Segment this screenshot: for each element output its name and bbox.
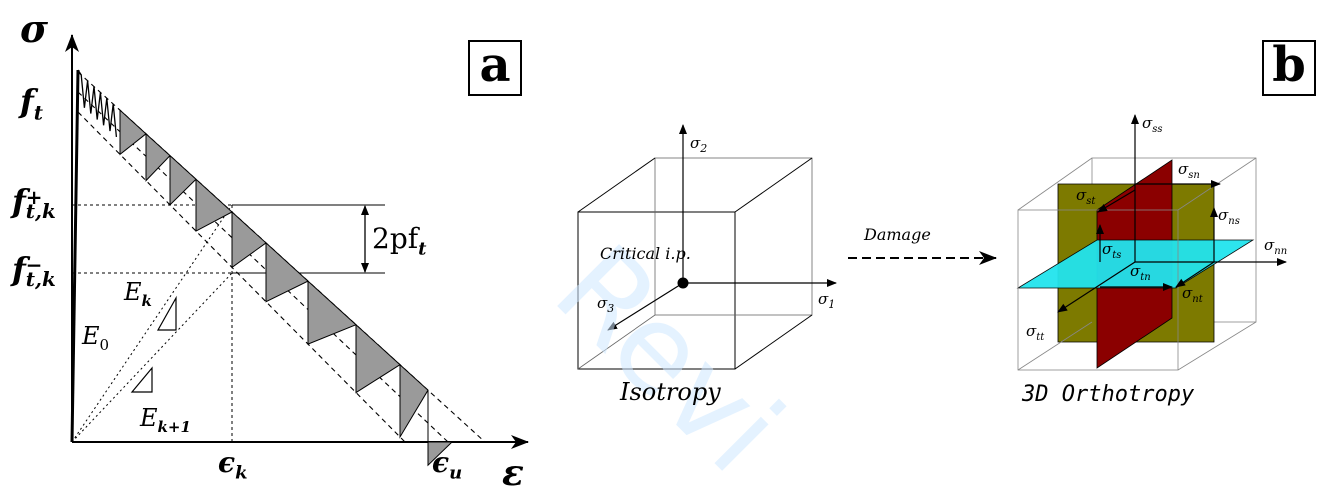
- sawtooth-tooth: [119, 109, 147, 156]
- isotropy-cube: [577, 157, 813, 370]
- label-sigma-nn: σnn: [1264, 236, 1288, 257]
- label-sigma-nt: σnt: [1182, 284, 1203, 305]
- label-sigma-ts: σts: [1102, 240, 1122, 261]
- axis-sigma-3: [607, 282, 684, 331]
- isotropy-title: Isotropy: [620, 378, 721, 406]
- arrow-sigma-tt: [1057, 261, 1136, 313]
- label-e0: E0: [82, 322, 110, 354]
- sawtooth-dense: [77, 69, 118, 137]
- panel-b-label: b: [1262, 40, 1316, 96]
- label-ek: Ek: [124, 278, 152, 310]
- arrow-sigma-nt: [1175, 261, 1215, 288]
- secant-ek1: [71, 272, 233, 443]
- damage-label: Damage: [864, 225, 931, 244]
- tick-ftk-plus: f+t,k: [12, 182, 56, 223]
- sawtooth-tooth: [307, 279, 357, 345]
- label-sigma-3: σ3: [597, 294, 615, 315]
- slope-triangle-ek1: [130, 366, 153, 393]
- label-sigma-1: σ1: [818, 290, 836, 311]
- label-sigma-tn: σtn: [1130, 262, 1151, 283]
- sawtooth-tooth: [195, 178, 233, 232]
- sawtooth-tooth: [169, 154, 197, 207]
- label-sigma-sn: σsn: [1178, 160, 1200, 181]
- panel-a-label: a: [468, 40, 522, 96]
- critical-point-label: Critical i.p.: [600, 244, 691, 263]
- arrow-sigma-st: [1097, 189, 1136, 213]
- envelope-lower: [77, 111, 406, 443]
- elastic-line-e0: [70, 69, 80, 443]
- sawtooth-tooth: [399, 363, 429, 439]
- label-2pft: 2pft: [372, 222, 427, 260]
- sawtooth-tooth: [145, 132, 171, 182]
- label-sigma-tt: σtt: [1026, 322, 1045, 343]
- orthotropy-title: 3D Orthotropy: [1022, 382, 1195, 407]
- panel-a-plot: [65, 34, 529, 467]
- x-axis-symbol: ε: [502, 452, 524, 494]
- label-sigma-ns: σns: [1218, 206, 1240, 227]
- sawtooth-final: [427, 390, 454, 467]
- tick-eps-u: ϵu: [432, 446, 463, 484]
- tick-ftk-minus: f−t,k: [12, 250, 56, 291]
- envelope-mid: [77, 91, 449, 443]
- sawtooth-curve: [77, 69, 454, 467]
- tick-eps-k: ϵk: [218, 446, 248, 484]
- orthotropy-cube: [1016, 157, 1257, 371]
- sawtooth-tooth: [355, 323, 401, 394]
- label-sigma-2: σ2: [690, 134, 708, 155]
- cyan-plane-fill: [1016, 239, 1255, 289]
- sawtooth-tooth: [231, 210, 267, 269]
- slope-triangle-ek: [156, 295, 177, 331]
- label-ek1: Ek+1: [140, 404, 191, 436]
- sawtooth-tooth: [265, 241, 309, 303]
- label-sigma-ss: σss: [1142, 114, 1163, 135]
- tick-ft: ft: [20, 82, 44, 125]
- label-sigma-st: σst: [1076, 186, 1096, 207]
- y-axis-symbol: σ: [20, 6, 49, 51]
